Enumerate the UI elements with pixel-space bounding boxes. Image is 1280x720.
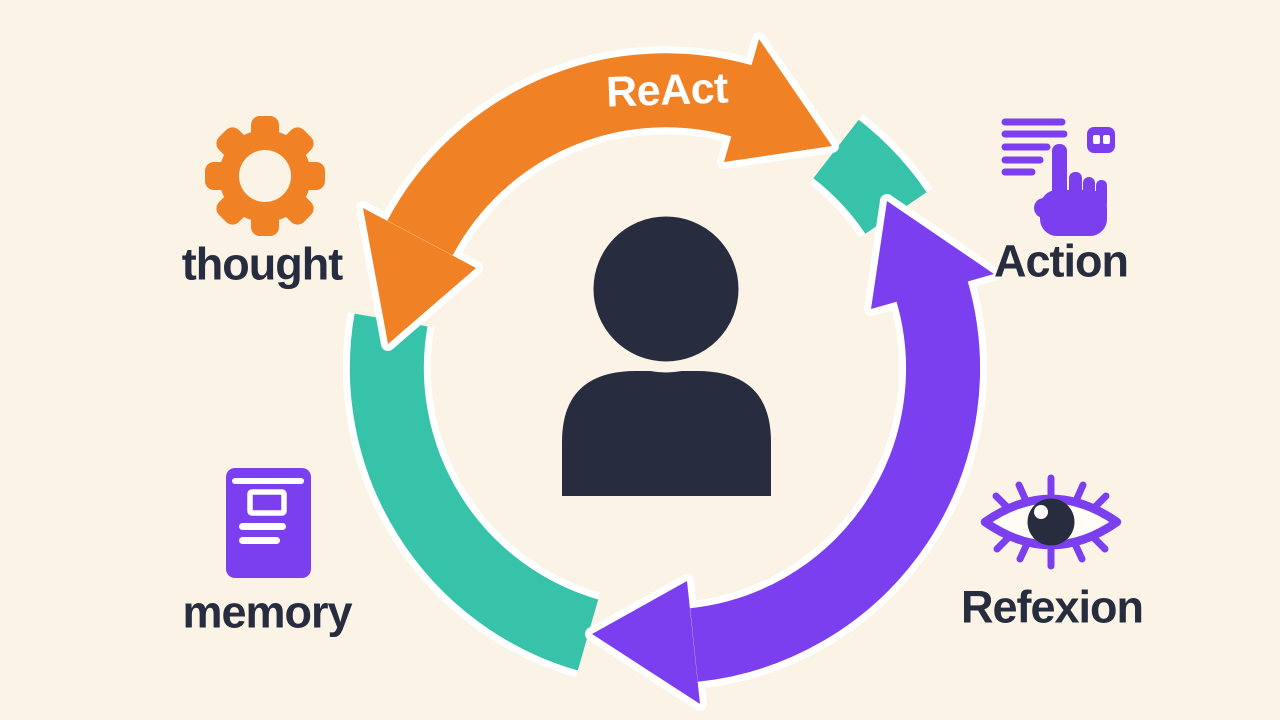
eye-icon: [980, 474, 1122, 570]
person-icon: [562, 205, 771, 496]
label-reflexion: Refexion: [960, 581, 1144, 633]
label-action: Action: [994, 235, 1129, 287]
label-memory: memory: [182, 586, 352, 638]
gear-icon: [205, 116, 325, 236]
orange-arrowhead-right: [724, 39, 832, 162]
purple-arrowhead-bottom: [592, 581, 700, 704]
purple-arrow-segment: [585, 194, 1001, 711]
eye-pupil: [1027, 498, 1075, 546]
tap-list-icon: [1001, 118, 1115, 236]
key-badge: [1087, 127, 1115, 153]
label-thought: thought: [181, 238, 343, 290]
teal-connector-left: [342, 312, 601, 678]
orange-arrowhead-left: [363, 208, 476, 344]
orange-arrow-segment: [356, 32, 839, 351]
list-lines: [1001, 118, 1068, 176]
pointing-hand: [1034, 144, 1107, 236]
notebook-icon: [226, 468, 311, 578]
diagram-title: ReAct: [605, 64, 729, 117]
eye-highlight: [1034, 505, 1048, 519]
